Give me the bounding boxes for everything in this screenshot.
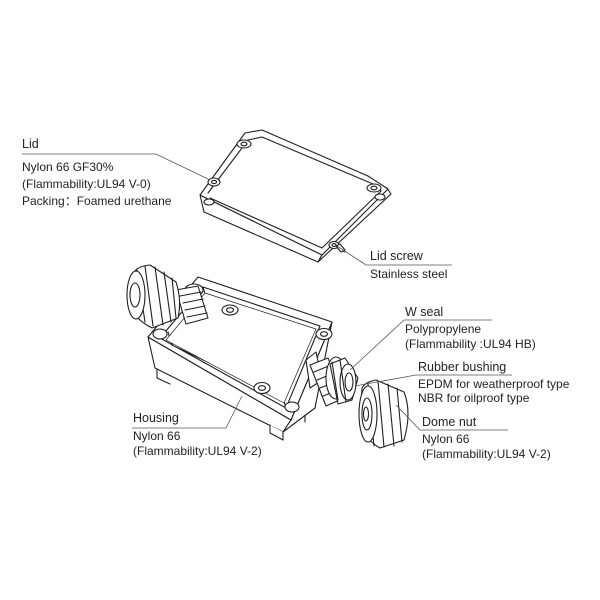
dome-nut-material: Nylon 66 — [422, 432, 470, 446]
leader-rubber-bushing — [354, 374, 512, 387]
dome-nut-flammability: (Flammability:UL94 V-2) — [422, 447, 551, 461]
lid-screw-material: Stainless steel — [370, 267, 448, 281]
housing-name: Housing — [133, 411, 179, 425]
rubber-bushing-name: Rubber bushing — [418, 360, 507, 374]
leader-lid-screw — [336, 245, 452, 266]
leader-lines — [22, 153, 512, 431]
leader-dome-nut — [395, 404, 508, 431]
lid-material: Nylon 66 GF30% — [22, 160, 114, 174]
rubber-bushing-weatherproof: EPDM for weatherproof type — [418, 377, 570, 391]
rubber-bushing-oilproof: NBR for oilproof type — [418, 391, 530, 405]
lid-packing: Packing：Foamed urethane — [22, 194, 172, 208]
leader-w-seal — [349, 319, 492, 371]
housing-material: Nylon 66 — [133, 429, 181, 443]
leader-housing — [132, 395, 243, 429]
lid-screw-name: Lid screw — [370, 249, 423, 263]
w-seal-flammability: (Flammability :UL94 HB) — [405, 337, 536, 351]
housing-flammability: (Flammability:UL94 V-2) — [133, 444, 262, 458]
leader-lid — [22, 153, 211, 181]
lid-part — [199, 129, 392, 263]
lid-name: Lid — [22, 137, 39, 151]
w-seal-name: W seal — [405, 305, 444, 319]
w-seal-material: Polypropylene — [405, 322, 482, 336]
dome-nut-part — [358, 379, 409, 449]
dome-nut-name: Dome nut — [422, 415, 477, 429]
left-cable-gland — [126, 264, 209, 329]
lid-flammability: (Flammability:UL94 V-0) — [22, 177, 151, 191]
